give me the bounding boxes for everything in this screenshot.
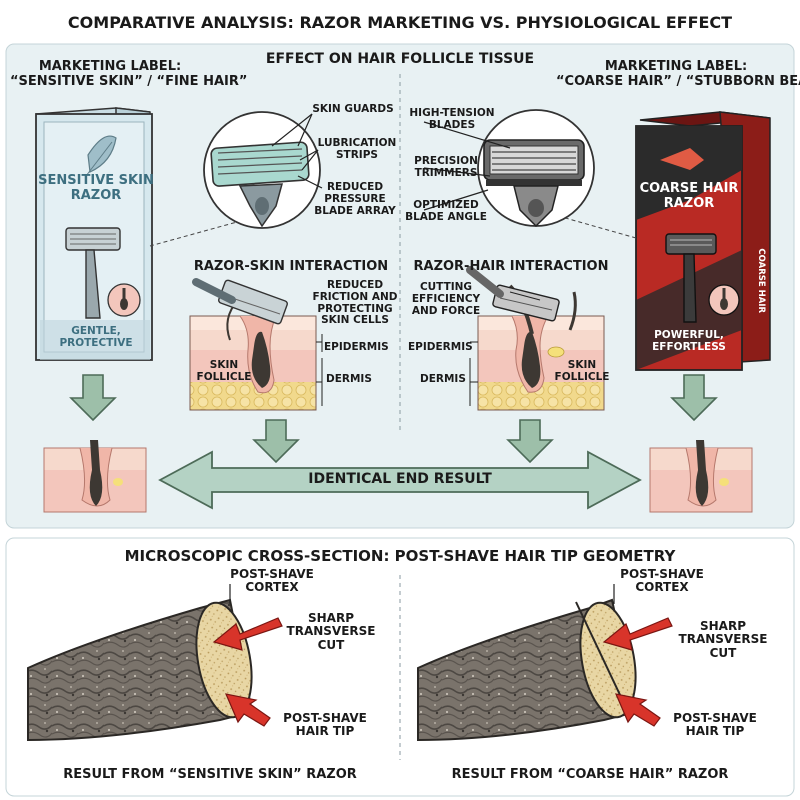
reduced-line2: PRESSURE (324, 192, 386, 205)
precision-trimmers-label: PRECISION TRIMMERS (406, 155, 486, 180)
razor-hair-cross-section (466, 266, 605, 411)
skin-guards-label: SKIN GUARDS (312, 103, 394, 115)
right-epidermis-label: EPIDERMIS (408, 341, 473, 353)
right-box-tagline-line2: EFFORTLESS (652, 340, 726, 353)
high-tension-label: HIGH-TENSION BLADES (406, 107, 498, 132)
left-tip-label: POST-SHAVE HAIR TIP (270, 711, 380, 739)
left-box-tagline-line2: PROTECTIVE (59, 336, 133, 349)
left-follicle-line1: SKIN (209, 359, 239, 371)
reduced-friction-note: REDUCED FRICTION AND PROTECTING SKIN CEL… (312, 279, 398, 327)
reduced-line1: REDUCED (326, 181, 384, 193)
left-box-tagline: GENTLE, PROTECTIVE (38, 325, 154, 350)
right-box-side-text: COARSE HAIR (755, 248, 766, 314)
right-follicle-label: SKIN FOLLICLE (554, 359, 610, 384)
friction-line4: SKIN CELLS (321, 314, 389, 327)
lubrication-line1: LUBRICATION (317, 137, 397, 149)
friction-line3: PROTECTING (317, 302, 393, 315)
left-dermis-label: DERMIS (326, 373, 372, 385)
down-arrows (69, 374, 718, 464)
right-cut-line1: SHARP (699, 619, 746, 633)
right-box-title-line2: RAZOR (663, 195, 715, 211)
right-cortex-line1: POST-SHAVE (620, 567, 704, 581)
razor-skin-cross-section (189, 278, 323, 411)
right-tip-line1: POST-SHAVE (673, 711, 757, 725)
right-follicle-line2: FOLLICLE (554, 370, 610, 383)
high-tension-line1: HIGH-TENSION (409, 107, 495, 119)
sensitive-skin-box (35, 107, 153, 361)
right-tip-label: POST-SHAVE HAIR TIP (660, 711, 770, 739)
left-box-title: SENSITIVE SKIN RAZOR (38, 173, 154, 203)
left-follicle-label: SKIN FOLLICLE (196, 359, 252, 384)
left-marketing-label: MARKETING LABEL: “SENSITIVE SKIN” / “FIN… (10, 59, 248, 89)
lubrication-strips-label: LUBRICATION STRIPS (316, 137, 398, 162)
right-cortex-label: POST-SHAVE CORTEX (614, 567, 710, 595)
left-box-tagline-line1: GENTLE, (71, 325, 121, 337)
high-tension-line2: BLADES (428, 118, 476, 131)
arrow-logo-icon (660, 148, 704, 170)
razor-skin-interaction-title: RAZOR-SKIN INTERACTION (193, 259, 389, 274)
left-cut-line1: SHARP (307, 611, 354, 625)
cutting-line1: CUTTING (419, 281, 473, 293)
optimized-line1: OPTIMIZED (413, 199, 479, 211)
right-cut-label: SHARP TRANSVERSE CUT (668, 619, 778, 660)
left-marketing-label-line2: “SENSITIVE SKIN” / “FINE HAIR” (10, 73, 248, 89)
identical-end-result-label: IDENTICAL END RESULT (308, 471, 492, 487)
friction-line2: FRICTION AND (312, 290, 398, 303)
right-marketing-label-line2: “COARSE HAIR” / “STUBBORN BEARD” (556, 73, 800, 89)
right-dermis-label: DERMIS (420, 373, 466, 385)
cutting-line3: AND FORCE (411, 304, 481, 317)
left-end-follicle (43, 440, 147, 513)
right-end-follicle (649, 440, 753, 513)
right-box-title: COARSE HAIR RAZOR (636, 181, 742, 211)
page-title: COMPARATIVE ANALYSIS: RAZOR MARKETING VS… (67, 13, 733, 32)
left-tip-line2: HAIR TIP (295, 724, 355, 739)
left-cut-line2: TRANSVERSE (286, 624, 376, 639)
coarse-hair-box (635, 111, 771, 371)
left-cut-label: SHARP TRANSVERSE CUT (276, 611, 386, 652)
razor-hair-interaction-title: RAZOR-HAIR INTERACTION (413, 259, 609, 274)
precision-line1: PRECISION (414, 155, 478, 167)
right-marketing-label-line1: MARKETING LABEL: (604, 59, 748, 74)
left-cut-line3: CUT (317, 637, 345, 652)
friction-line1: REDUCED (326, 279, 384, 291)
right-box-title-line1: COARSE HAIR (639, 181, 739, 196)
left-cortex-line2: CORTEX (245, 580, 299, 595)
right-cut-line3: CUT (709, 645, 737, 660)
left-marketing-label-line1: MARKETING LABEL: (38, 59, 182, 74)
left-cortex-line1: POST-SHAVE (230, 567, 314, 581)
right-box-tagline-line1: POWERFUL, (654, 329, 724, 341)
right-cortex-line2: CORTEX (635, 580, 689, 595)
feather-icon (87, 135, 117, 173)
left-box-title-line1: SENSITIVE SKIN (38, 173, 154, 188)
sensitive-cartridge-zoom (203, 111, 321, 229)
identical-result-arrow (158, 450, 642, 510)
left-epidermis-label: EPIDERMIS (324, 341, 389, 353)
lubrication-line2: STRIPS (336, 148, 378, 161)
left-cortex-label: POST-SHAVE CORTEX (224, 567, 320, 595)
cutting-efficiency-note: CUTTING EFFICIENCY AND FORCE (410, 281, 482, 317)
left-follicle-line2: FOLLICLE (196, 370, 252, 383)
optimized-angle-label: OPTIMIZED BLADE ANGLE (404, 199, 488, 224)
left-result-caption: RESULT FROM “SENSITIVE SKIN” RAZOR (63, 767, 357, 782)
left-tip-line1: POST-SHAVE (283, 711, 367, 725)
bottom-section-title: MICROSCOPIC CROSS-SECTION: POST-SHAVE HA… (124, 547, 676, 565)
reduced-pressure-label: REDUCED PRESSURE BLADE ARRAY (312, 181, 398, 217)
red-callout-arrows (212, 617, 673, 727)
top-subtitle: EFFECT ON HAIR FOLLICLE TISSUE (265, 51, 535, 67)
right-box-tagline: POWERFUL, EFFORTLESS (636, 329, 742, 354)
optimized-line2: BLADE ANGLE (405, 210, 487, 223)
right-marketing-label: MARKETING LABEL: “COARSE HAIR” / “STUBBO… (556, 59, 800, 89)
cutting-line2: EFFICIENCY (411, 292, 481, 305)
coarse-cartridge-zoom (477, 109, 595, 228)
right-result-caption: RESULT FROM “COARSE HAIR” RAZOR (451, 767, 729, 782)
right-cut-line2: TRANSVERSE (678, 632, 768, 647)
reduced-line3: BLADE ARRAY (314, 204, 396, 217)
right-tip-line2: HAIR TIP (685, 724, 745, 739)
precision-line2: TRIMMERS (414, 166, 478, 179)
right-follicle-line1: SKIN (567, 359, 597, 371)
left-box-title-line2: RAZOR (70, 187, 122, 203)
